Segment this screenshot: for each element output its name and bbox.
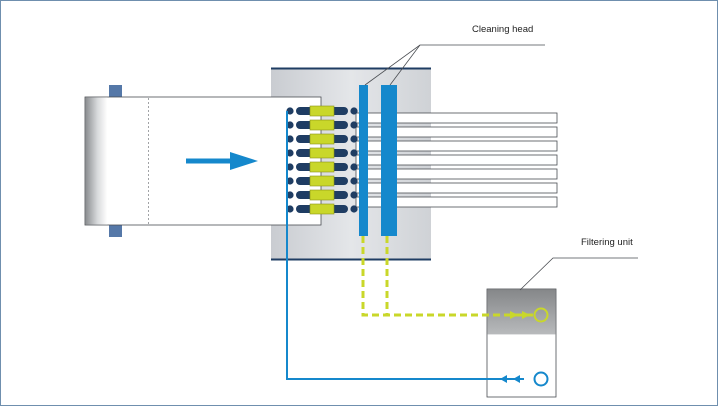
cleaning-head-callout	[364, 44, 545, 86]
filtering-unit-callout	[519, 257, 638, 291]
yellow-suction-line	[361, 236, 549, 323]
output-strips	[355, 112, 558, 208]
blue-return-line	[286, 111, 549, 387]
cleaning-head-bars	[359, 85, 397, 236]
cleaning-head-label: Cleaning head	[472, 24, 533, 35]
filtering-unit-label: Filtering unit	[581, 237, 633, 248]
right-arrow-icon	[186, 152, 258, 170]
nozzle-array	[286, 105, 358, 215]
